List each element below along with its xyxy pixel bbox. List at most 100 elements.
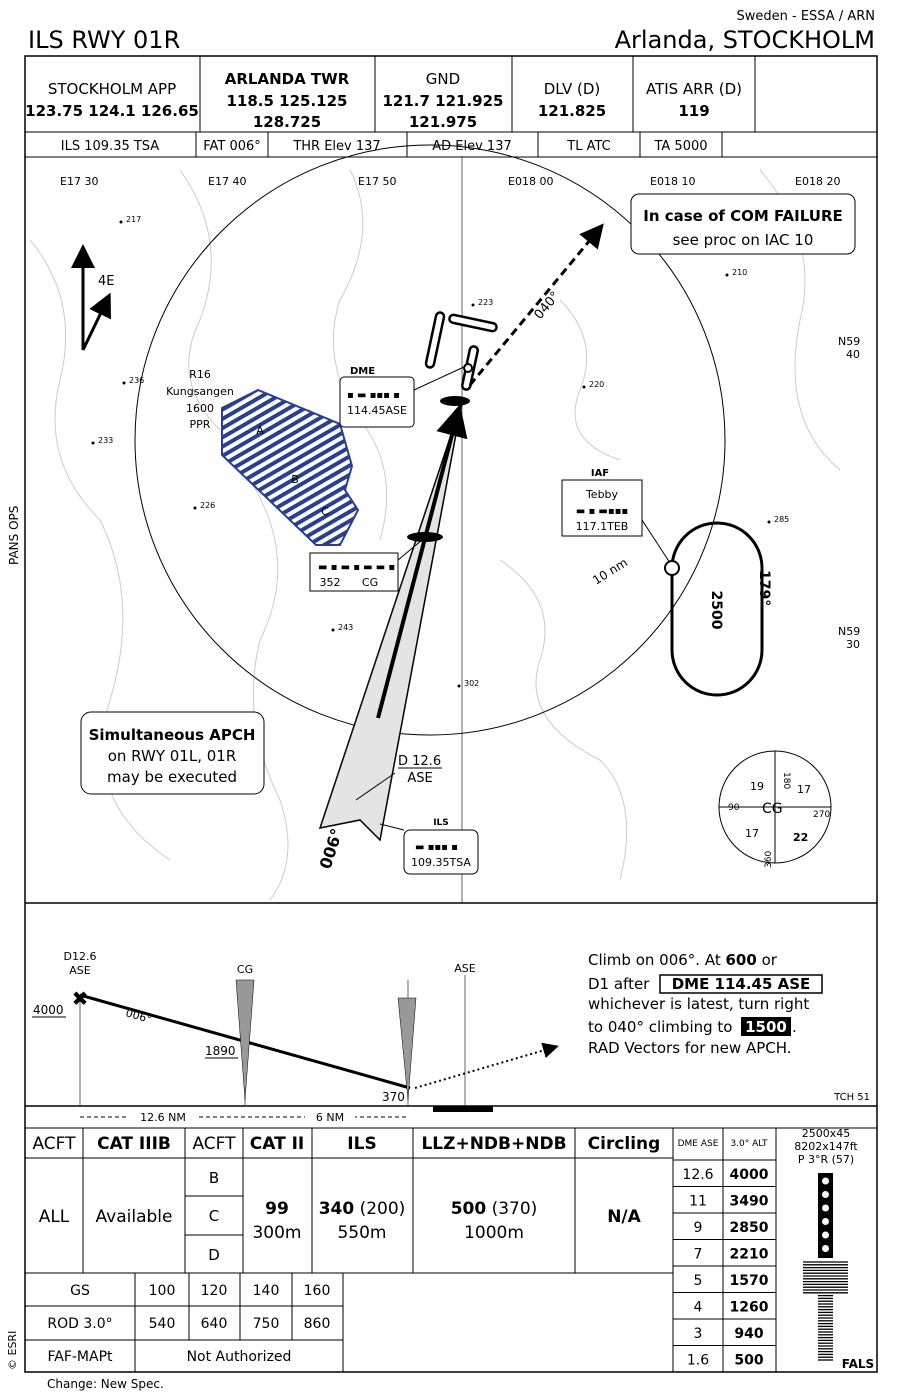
missed-course: 040° <box>532 289 564 323</box>
profile-alt-thr: 370 <box>382 1090 405 1104</box>
inbound-course: 006° <box>316 826 347 871</box>
llz-mdh: (370) <box>492 1199 538 1219</box>
profile-course: 006° <box>124 1006 153 1026</box>
rod-value: 750 <box>253 1316 280 1332</box>
restricted-alt: 1600 <box>186 402 214 415</box>
svg-text:500 (370): 500 (370) <box>451 1199 538 1219</box>
info-thr-elev: THR Elev 137 <box>292 139 380 154</box>
msa-alt: 19 <box>750 780 764 793</box>
spot-height: 243 <box>338 623 353 632</box>
runway-light-icon <box>822 1218 829 1225</box>
dme-distance-value: 3 <box>694 1326 703 1342</box>
svg-text:RAD Vectors for new APCH.: RAD Vectors for new APCH. <box>588 1039 792 1057</box>
col-cat3b: CAT IIIB <box>97 1134 171 1154</box>
comm-gnd-name: GND <box>426 70 460 88</box>
info-ils: ILS 109.35 TSA <box>61 139 160 154</box>
comm-dlv-freq: 121.825 <box>538 102 606 120</box>
10nm-range-circle <box>134 144 726 736</box>
cat-d: D <box>208 1246 220 1264</box>
lon-label: E17 50 <box>358 175 396 188</box>
dme-alt-value: 2850 <box>730 1220 769 1236</box>
ils-morse: ▬ ▪▪▪ ▪ <box>415 842 458 853</box>
restricted-ppr: PPR <box>190 418 211 431</box>
iaf-name: Tebby <box>585 488 619 501</box>
plan-view: E17 30 E17 40 E17 50 E018 00 E018 10 E01… <box>6 144 877 1370</box>
lat-label: 30 <box>846 638 860 651</box>
msa-diagram: CG 180 270 360 90 19 17 17 22 <box>718 750 832 868</box>
missed-dme-box: DME 114.45 ASE <box>672 975 811 993</box>
comm-app-name: STOCKHOLM APP <box>48 80 176 98</box>
info-ad-elev: AD Elev 137 <box>432 139 512 154</box>
runway-papi: P 3°R (57) <box>798 1153 854 1166</box>
gs-label: GS <box>70 1283 90 1299</box>
restricted-area-r16 <box>221 388 360 546</box>
cg-marker-cone <box>235 979 255 1101</box>
iaf-label: IAF <box>591 468 609 479</box>
dme-alt-value: 1260 <box>730 1300 769 1316</box>
lon-label: E018 00 <box>508 175 553 188</box>
cat-c: C <box>209 1207 219 1225</box>
restricted-sector: B <box>291 473 299 486</box>
profile-fix: D12.6 <box>64 950 97 963</box>
fix-cross-icon: ✖ <box>72 987 89 1011</box>
missed-approach-track <box>468 223 604 386</box>
holding-alt: 2500 <box>708 591 724 630</box>
gs-value: 140 <box>253 1283 280 1299</box>
msa-radial: 270 <box>813 810 830 820</box>
cg-id: CG <box>362 576 378 589</box>
circling-value: N/A <box>607 1207 641 1227</box>
spot-height: 302 <box>464 679 479 688</box>
comm-dlv-name: DLV (D) <box>544 80 601 98</box>
ils-freq: 109.35TSA <box>411 856 471 869</box>
simultaneous-line1: on RWY 01L, 01R <box>108 747 237 765</box>
runway-profile <box>433 1106 493 1112</box>
ils-da: 340 <box>319 1199 355 1219</box>
info-fat: FAT 006° <box>203 139 261 154</box>
lon-label: E018 20 <box>795 175 840 188</box>
threshold-marker <box>440 396 470 406</box>
runway-light-icon <box>822 1204 829 1212</box>
comm-twr-freq2: 128.725 <box>253 113 321 131</box>
spot-heights: 217 223 210 236 220 233 226 285 243 302 <box>91 215 789 688</box>
info-row: ILS 109.35 TSA FAT 006° THR Elev 137 AD … <box>25 132 877 158</box>
dme-alt-value: 500 <box>734 1353 763 1369</box>
holding-pattern <box>670 521 764 697</box>
dme-label: DME <box>350 366 375 377</box>
iaf-box <box>561 479 643 537</box>
lon-label: E018 10 <box>650 175 695 188</box>
svg-text:whichever is latest, turn righ: whichever is latest, turn right <box>588 995 809 1013</box>
dme-distance-value: 5 <box>694 1273 703 1289</box>
lat-label: N59 <box>838 625 860 638</box>
dme-header: DME ASE <box>678 1139 719 1149</box>
com-failure-text: see proc on IAC 10 <box>673 231 814 249</box>
col-acft2: ACFT <box>192 1134 236 1154</box>
llz-rvr: 1000m <box>464 1223 524 1243</box>
svg-text:to 040° climbing to: to 040° climbing to <box>588 1018 732 1036</box>
profile-cg: CG <box>237 963 253 976</box>
simultaneous-line2: may be executed <box>107 768 237 786</box>
tch-label: TCH 51 <box>833 1092 870 1103</box>
chart-title: ILS RWY 01R <box>28 26 180 54</box>
comm-twr-freq: 118.5 125.125 <box>227 92 348 110</box>
cg-ndb-box <box>309 552 399 592</box>
svg-text:.: . <box>792 1018 797 1036</box>
col-llz: LLZ+NDB+NDB <box>421 1134 566 1154</box>
llz-mda: 500 <box>451 1199 487 1219</box>
comm-atis-name: ATIS ARR (D) <box>646 80 742 98</box>
dme-alt-value: 4000 <box>730 1167 769 1183</box>
minima-table <box>25 1127 877 1372</box>
msa-alt: 17 <box>745 827 759 840</box>
cg-morse: ▬ ▪ ▬ ▪ ▬ ▬ ▪ <box>318 562 395 573</box>
simultaneous-title: Simultaneous APCH <box>89 726 256 744</box>
rod-label: ROD 3.0° <box>47 1316 112 1332</box>
ils-box <box>403 829 479 875</box>
missed-approach-profile <box>414 1042 559 1089</box>
ase-marker-cone <box>397 997 417 1101</box>
change-note: Change: New Spec. <box>47 1377 164 1391</box>
dme-alt-value: 3490 <box>730 1194 769 1210</box>
spot-height: 226 <box>200 501 215 510</box>
msa-alt: 17 <box>797 783 811 796</box>
runway-light-icon <box>822 1231 829 1239</box>
spot-height: 223 <box>478 298 493 307</box>
